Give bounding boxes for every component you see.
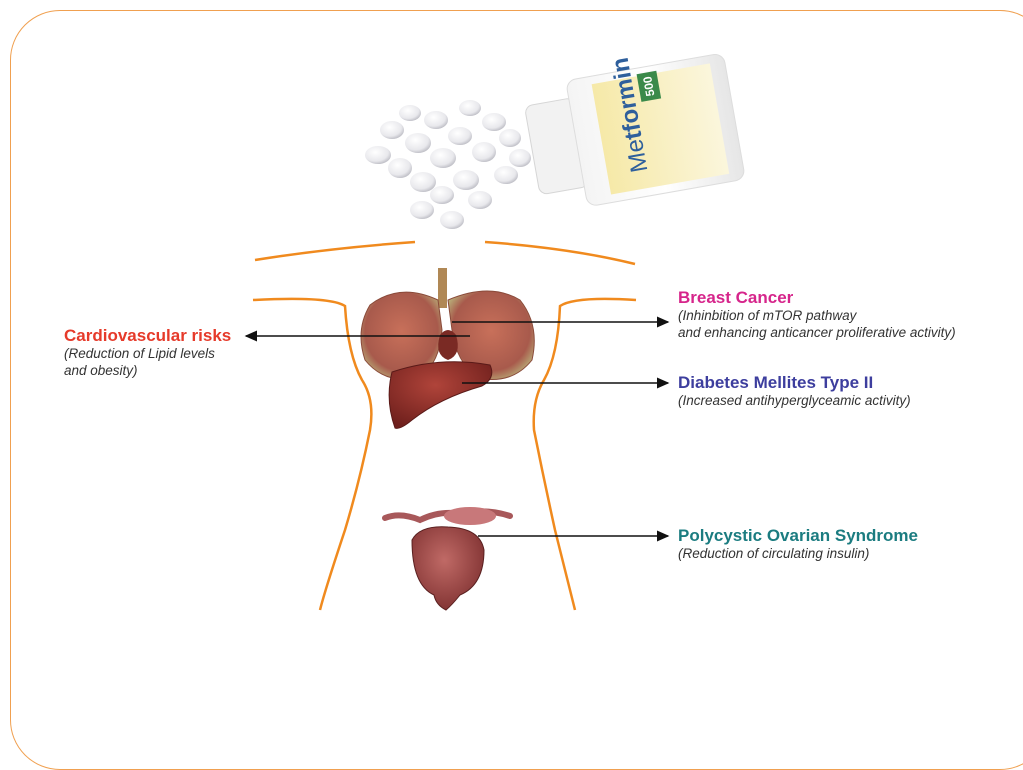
diabetes-desc-line1: (Increased antihyperglyceamic activity) — [678, 393, 911, 409]
breast-cancer-desc-line1: (Inhinbition of mTOR pathway — [678, 308, 956, 324]
pcos-title: Polycystic Ovarian Syndrome — [678, 526, 918, 546]
breast-cancer-desc-line2: and enhancing anticancer proliferative a… — [678, 325, 956, 341]
breast-cancer-label: Breast Cancer (Inhinbition of mTOR pathw… — [678, 288, 956, 341]
medicine-bottle-icon: Metformin 500 — [519, 40, 745, 214]
pcos-desc-line1: (Reduction of circulating insulin) — [678, 546, 918, 562]
liver-icon — [389, 362, 492, 429]
uterus-icon — [385, 507, 510, 610]
cardiovascular-title: Cardiovascular risks — [64, 326, 231, 346]
diabetes-label: Diabetes Mellites Type II (Increased ant… — [678, 373, 911, 410]
pcos-label: Polycystic Ovarian Syndrome (Reduction o… — [678, 526, 918, 563]
diabetes-title: Diabetes Mellites Type II — [678, 373, 911, 393]
cardiovascular-label: Cardiovascular risks (Reduction of Lipid… — [64, 326, 231, 379]
pill-icon — [365, 100, 531, 229]
cardiovascular-desc-line1: (Reduction of Lipid levels — [64, 346, 231, 362]
cardiovascular-desc-line2: and obesity) — [64, 363, 231, 379]
bottle-brand-prefix: Me — [621, 137, 653, 175]
breast-cancer-title: Breast Cancer — [678, 288, 956, 308]
